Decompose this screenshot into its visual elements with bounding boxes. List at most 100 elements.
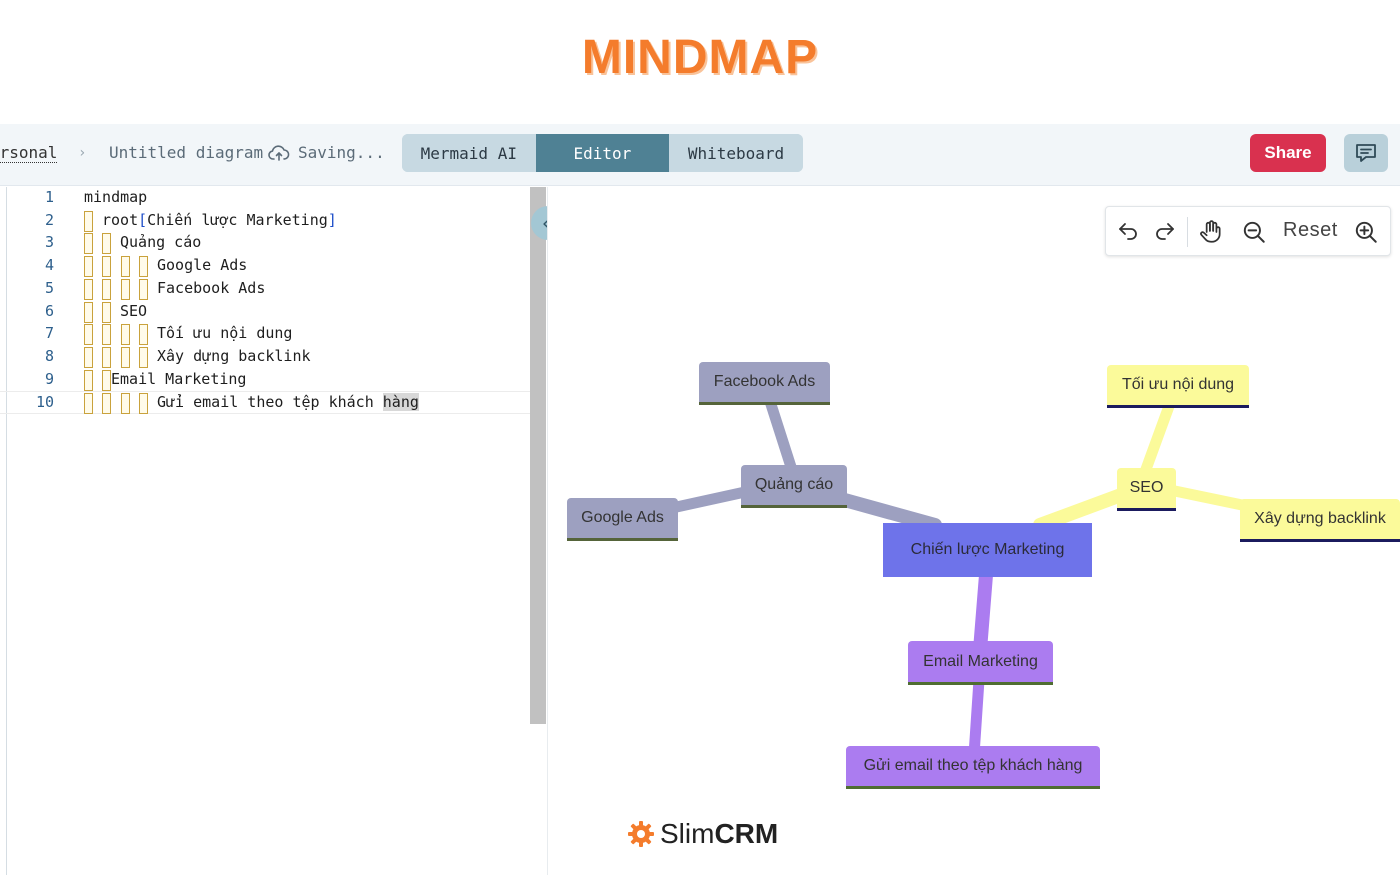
indent-guide: [102, 324, 111, 346]
reset-zoom-button[interactable]: Reset: [1283, 219, 1338, 241]
indent-guide: [102, 233, 111, 255]
indent-guide: [84, 210, 93, 232]
editor-scrollbar[interactable]: [530, 187, 546, 724]
indent-guide: [84, 301, 93, 323]
node-xay-dung-backlink[interactable]: Xây dựng backlink: [1240, 499, 1400, 542]
edge-email-guiemail: [968, 674, 985, 761]
code-bracket: ]: [327, 210, 337, 229]
node-email-marketing[interactable]: Email Marketing: [908, 641, 1053, 685]
breadcrumb-workspace[interactable]: ersonal: [0, 143, 58, 163]
editor-border: [6, 187, 7, 875]
breadcrumb-separator: ›: [78, 145, 87, 161]
zoom-in-button[interactable]: [1353, 219, 1379, 245]
top-toolbar: ersonal › Untitled diagram Saving... Mer…: [0, 124, 1400, 186]
line-text: Facebook Ads: [157, 278, 266, 297]
redo-button[interactable]: [1152, 219, 1178, 245]
indent-guide: [102, 256, 111, 278]
save-status: Saving...: [298, 143, 385, 162]
gear-icon: [628, 821, 654, 847]
line-text: Gửi email theo tệp khách hàng: [157, 393, 419, 412]
code-line[interactable]: 7 Tối ưu nội dung: [0, 323, 546, 346]
slimcrm-logo: SlimCRM: [626, 818, 778, 850]
indent-guide: [121, 393, 130, 415]
tab-mermaid-ai[interactable]: Mermaid AI: [402, 134, 536, 172]
line-number: 10: [35, 393, 54, 412]
zoom-separator: [1187, 217, 1188, 247]
indent-guide: [84, 233, 93, 255]
hand-icon: [1200, 220, 1221, 243]
code-line[interactable]: 6 SEO: [0, 301, 546, 324]
line-text: Google Ads: [157, 256, 248, 275]
indent-guide: [121, 256, 130, 278]
line-number: 7: [44, 324, 54, 343]
diagram-title[interactable]: Untitled diagram: [109, 143, 264, 162]
indent-guide: [139, 346, 148, 368]
node-seo[interactable]: SEO: [1117, 468, 1176, 511]
line-number: 1: [44, 188, 54, 206]
cloud-upload-icon: [268, 145, 290, 161]
indent-guide: [84, 256, 93, 278]
logo-wordmark: SlimCRM: [660, 818, 778, 850]
tab-whiteboard[interactable]: Whiteboard: [669, 134, 803, 172]
line-number: 4: [44, 256, 54, 275]
code-line[interactable]: 1 mindmap: [0, 187, 546, 210]
node-gui-email[interactable]: Gửi email theo tệp khách hàng: [846, 746, 1100, 789]
indent-guide: [102, 369, 111, 391]
redo-icon: [1156, 223, 1174, 240]
node-google-ads[interactable]: Google Ads: [567, 498, 678, 541]
logo-word-bold: CRM: [714, 818, 779, 849]
pan-button[interactable]: [1198, 219, 1224, 245]
indent-guide: [102, 346, 111, 368]
code-text: Gửi email theo tệp khách: [157, 393, 383, 412]
banner-title: MINDMAP: [581, 31, 819, 84]
indent-guide: [84, 278, 93, 300]
indent-guide: [84, 324, 93, 346]
code-bracket: [: [138, 210, 148, 229]
indent-guide: [121, 324, 130, 346]
code-line[interactable]: 3 Quảng cáo: [0, 232, 546, 255]
line-text: mindmap: [84, 188, 148, 206]
line-text: Email Marketing: [111, 369, 247, 388]
code-line[interactable]: 9 Email Marketing: [0, 369, 546, 392]
indent-guide: [102, 278, 111, 300]
line-number: 3: [44, 233, 54, 252]
code-line[interactable]: 4 Google Ads: [0, 255, 546, 278]
code-line[interactable]: 2 root[Chiến lược Marketing]: [0, 210, 546, 233]
share-button[interactable]: Share: [1250, 134, 1326, 172]
undo-button[interactable]: [1115, 219, 1141, 245]
mode-switcher: Mermaid AI Editor Whiteboard: [402, 134, 803, 172]
line-number: 9: [44, 369, 54, 388]
zoom-in-icon: [1355, 221, 1377, 243]
code-line[interactable]: 8 Xây dựng backlink: [0, 346, 546, 369]
line-number: 5: [44, 278, 54, 297]
indent-guide: [84, 346, 93, 368]
indent-guide: [139, 256, 148, 278]
node-quang-cao[interactable]: Quảng cáo: [741, 465, 847, 508]
indent-guide: [84, 393, 93, 415]
node-root-chien-luoc-marketing[interactable]: Chiến lược Marketing: [883, 523, 1092, 577]
line-number: 6: [44, 301, 54, 320]
node-toi-uu-noi-dung[interactable]: Tối ưu nội dung: [1107, 365, 1249, 408]
indent-guide: [121, 346, 130, 368]
code-line-current[interactable]: 10 Gửi email theo tệp khách hàng: [0, 391, 546, 415]
node-facebook-ads[interactable]: Facebook Ads: [699, 362, 830, 405]
code-line[interactable]: 5 Facebook Ads: [0, 278, 546, 301]
edge-seo-toiuu: [1139, 392, 1178, 478]
selected-text: hàng: [382, 393, 419, 412]
indent-guide: [139, 324, 148, 346]
indent-guide: [102, 301, 111, 323]
logo-word-light: Slim: [660, 818, 715, 849]
edge-root-email: [973, 568, 993, 657]
zoom-controls: Reset: [1105, 206, 1391, 256]
code-editor[interactable]: 1 mindmap 2 root[Chiến lược Marketing] 3…: [0, 187, 548, 875]
feedback-button[interactable]: [1344, 134, 1388, 172]
line-number: 2: [44, 210, 54, 229]
code-node-label: Chiến lược Marketing: [147, 210, 328, 229]
zoom-out-icon: [1243, 221, 1265, 243]
panel-divider[interactable]: [547, 187, 548, 875]
edge-quangcao-facebook: [762, 389, 798, 476]
zoom-out-button[interactable]: [1241, 219, 1267, 245]
indent-guide: [84, 369, 93, 391]
tab-editor[interactable]: Editor: [535, 134, 670, 172]
line-text: Quảng cáo: [120, 233, 202, 252]
